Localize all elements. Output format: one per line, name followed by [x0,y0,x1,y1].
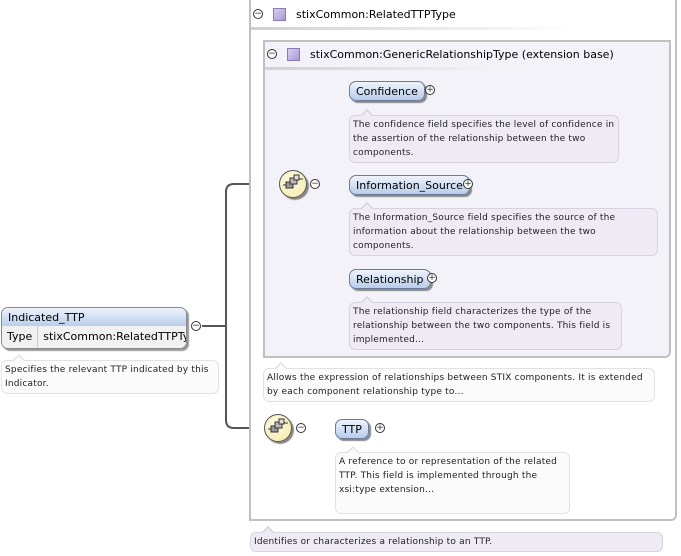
complex-type-documentation: Identifies or characterizes a relationsh… [250,526,663,552]
collapse-sequence-icon[interactable]: − [296,423,306,433]
sequence-compositor-icon[interactable] [264,414,292,442]
type-label: Type [2,326,39,348]
element-relationship[interactable]: Relationship [349,269,431,289]
extension-base-name: stixCommon:GenericRelationshipType (exte… [310,48,614,61]
relationship-documentation: The relationship field characterizes the… [349,296,622,350]
root-element-name: Indicated_TTP [2,308,186,326]
collapse-sequence-icon[interactable]: − [310,179,320,189]
complex-type-name: stixCommon:RelatedTTPType [296,8,456,21]
collapse-extension-icon[interactable]: − [267,49,277,59]
sequence-compositor-icon[interactable] [279,170,307,198]
root-element-documentation: Specifies the relevant TTP indicated by … [1,354,219,394]
collapse-root-icon[interactable]: − [191,321,201,331]
extension-type-icon [287,48,300,61]
complex-type-icon [273,8,286,21]
root-element-indicated-ttp[interactable]: Indicated_TTP Type stixCommon:RelatedTTP… [1,307,187,349]
element-ttp[interactable]: TTP [335,419,369,439]
expand-relationship-icon[interactable]: + [427,273,437,283]
expand-information-source-icon[interactable]: + [463,179,473,189]
information-source-documentation: The Information_Source field specifies t… [349,202,658,256]
ttp-documentation: A reference to or representation of the … [335,446,570,514]
element-information-source[interactable]: Information_Source [349,175,470,195]
header-divider [251,27,571,30]
extension-header-divider [265,67,565,70]
element-confidence[interactable]: Confidence [349,81,425,101]
expand-confidence-icon[interactable]: + [425,85,435,95]
extension-base-documentation: Allows the expression of relationships b… [263,362,655,402]
expand-ttp-icon[interactable]: + [375,423,385,433]
collapse-complex-type-icon[interactable]: − [253,9,263,19]
confidence-documentation: The confidence field specifies the level… [349,109,619,163]
type-value: stixCommon:RelatedTTPType [43,330,186,343]
